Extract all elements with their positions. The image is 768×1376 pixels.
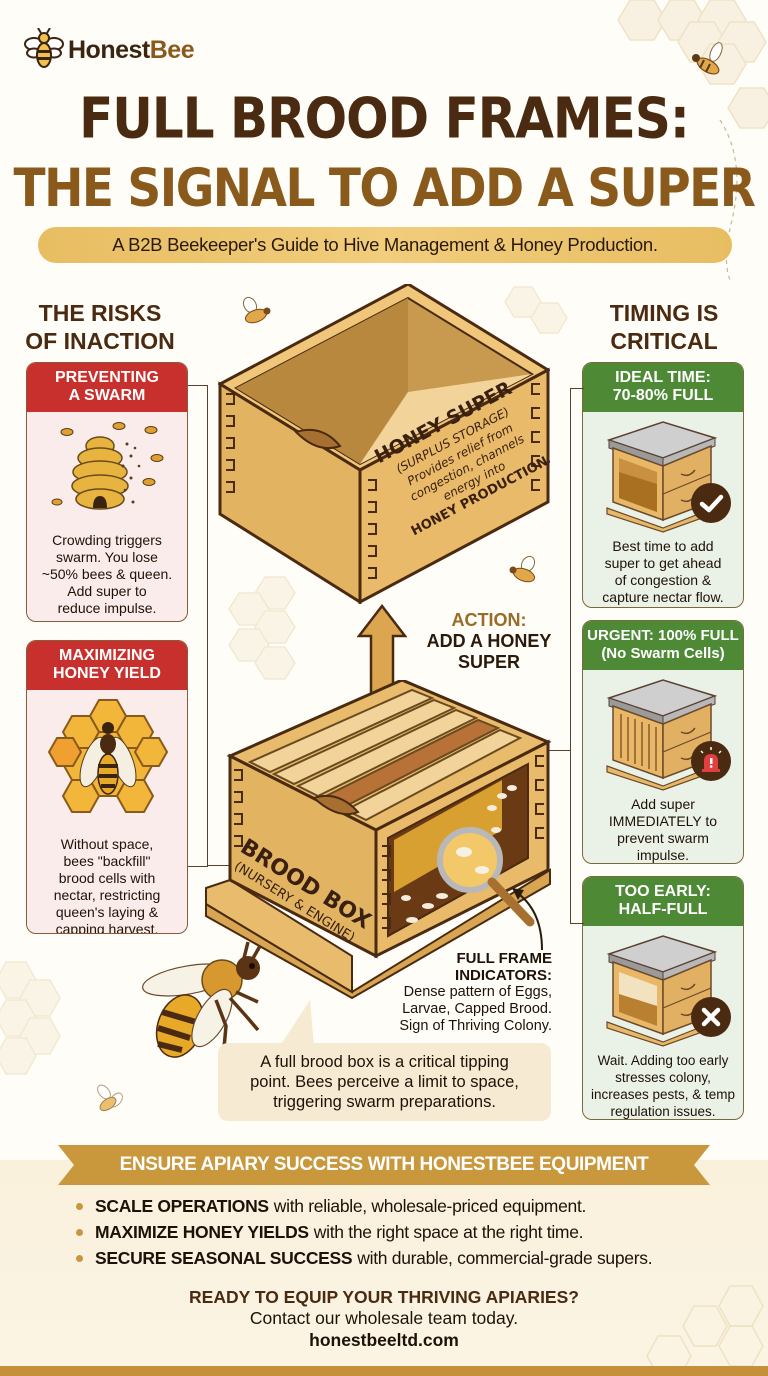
bullet-dot-icon	[76, 1228, 83, 1236]
small-bee-icon	[509, 555, 536, 583]
cta-question: READY TO EQUIP YOUR THRIVING APIARIES?	[189, 1287, 579, 1307]
x-icon	[701, 1007, 721, 1027]
timing-card-body: Wait. Adding too early stresses colony, …	[590, 1053, 736, 1119]
timing-card-too-early: TOO EARLY: HALF-FULL Wait. Adding too ea…	[582, 876, 744, 1120]
flying-bee-icon	[692, 42, 723, 75]
timing-connector-tick	[548, 750, 570, 751]
timing-connector-line	[570, 388, 584, 924]
risk-card-title: MAXIMIZING HONEY YIELD	[27, 641, 187, 690]
timing-card-title: URGENT: 100% FULL (No Swarm Cells)	[583, 621, 743, 670]
brood-box-illustration: BROOD BOX (NURSERY & ENGINE)	[205, 680, 552, 1000]
timing-card-ideal: IDEAL TIME: 70-80% FULL Best time to add…	[582, 362, 744, 608]
callout-pointer	[280, 1000, 314, 1046]
risk-card-body: Crowding triggers swarm. You lose ~50% b…	[41, 532, 173, 616]
brand-name: HonestBee	[68, 35, 195, 64]
risk-card-swarm: PREVENTING A SWARM Crowding triggers swa…	[26, 362, 188, 622]
action-label: ACTION: ADD A HONEY SUPER	[426, 610, 552, 672]
timing-heading: TIMING IS CRITICAL	[609, 300, 719, 354]
headline-line1: FULL BROOD FRAMES:	[79, 86, 690, 151]
hive-half-full-icon	[606, 935, 720, 1047]
bottom-bar	[0, 1366, 768, 1376]
large-bee-illustration	[142, 941, 262, 1058]
small-bee-icon	[242, 296, 271, 324]
x-badge	[691, 997, 731, 1037]
hive-70-percent-icon	[606, 421, 720, 533]
subtitle-pill: A B2B Beekeeper's Guide to Hive Manageme…	[38, 227, 732, 263]
risk-card-title: PREVENTING A SWARM	[27, 363, 187, 412]
honeycomb-decoration-bottom-left	[0, 961, 61, 1075]
honey-super-illustration: HONEY SUPER (SURPLUS STORAGE) Provides r…	[218, 284, 550, 604]
footer-banner-title: ENSURE APIARY SUCCESS WITH HONESTBEE EQU…	[119, 1154, 649, 1175]
timing-card-body: Best time to add super to get ahead of c…	[602, 538, 724, 605]
risks-connector-tick	[208, 865, 233, 866]
callout-bubble: A full brood box is a critical tipping p…	[218, 1043, 551, 1121]
timing-card-urgent: URGENT: 100% FULL (No Swarm Cells) Add s…	[582, 620, 744, 864]
risk-card-body: Without space, bees "backfill" brood cel…	[53, 836, 161, 934]
bullet-dot-icon	[76, 1202, 83, 1210]
honeycomb-bee-icon	[47, 699, 169, 813]
timing-card-title: IDEAL TIME: 70-80% FULL	[583, 363, 743, 412]
alarm-icon	[700, 747, 722, 772]
risks-heading: THE RISKS OF INACTION	[25, 300, 175, 354]
tiny-bee-icon	[97, 1084, 123, 1112]
bee-flight-path	[719, 119, 738, 280]
website-link[interactable]: honestbeeltd.com	[309, 1330, 459, 1350]
call-to-action: READY TO EQUIP YOUR THRIVING APIARIES? C…	[0, 1287, 768, 1351]
check-icon	[699, 494, 724, 513]
timing-card-body: Add super IMMEDIATELY to prevent swarm i…	[608, 796, 718, 863]
brand-logo[interactable]: HonestBee	[24, 28, 195, 72]
alarm-badge	[691, 741, 731, 781]
bullet-dot-icon	[76, 1254, 83, 1262]
full-frame-indicators: FULL FRAME INDICATORS: Dense pattern of …	[399, 950, 552, 1034]
timing-card-title: TOO EARLY: HALF-FULL	[583, 877, 743, 926]
risks-connector-line	[188, 385, 208, 867]
bee-logo-icon	[24, 28, 64, 68]
headline-line2: THE SIGNAL TO ADD A SUPER	[13, 158, 756, 220]
check-badge	[691, 483, 731, 523]
footer-panel	[0, 1160, 768, 1376]
footer-ribbon	[58, 1145, 710, 1185]
skep-swarm-icon	[51, 422, 164, 510]
risk-card-honey-yield: MAXIMIZING HONEY YIELD Without space, be…	[26, 640, 188, 934]
cta-contact: Contact our wholesale team today.	[249, 1308, 519, 1328]
